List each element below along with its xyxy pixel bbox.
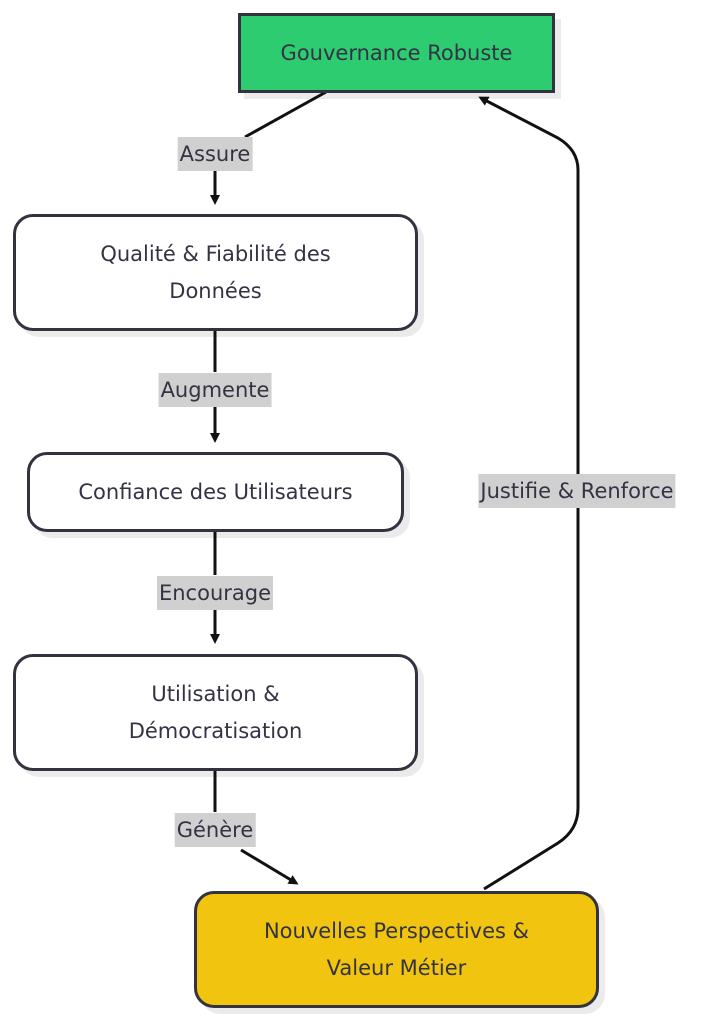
node-utilisation-democratisation: Utilisation & Démocratisation <box>13 654 418 771</box>
node-gouvernance-robuste: Gouvernance Robuste <box>238 13 555 93</box>
node-confiance-label: Confiance des Utilisateurs <box>78 479 353 504</box>
node-qualite-fiabilite: Qualité & Fiabilité des Données <box>13 214 418 331</box>
edge-label-justifie: Justifie & Renforce <box>478 474 676 508</box>
edge-label-encourage: Encourage <box>156 576 274 610</box>
node-perspectives-label: Nouvelles Perspectives & Valeur Métier <box>263 918 530 980</box>
node-utilisation-label: Utilisation & Démocratisation <box>128 681 303 743</box>
node-qualite-label: Qualité & Fiabilité des Données <box>100 241 331 303</box>
edge-label-augmente: Augmente <box>158 373 272 407</box>
node-gouvernance-label: Gouvernance Robuste <box>280 40 513 65</box>
node-confiance-utilisateurs: Confiance des Utilisateurs <box>27 452 404 532</box>
edge-label-assure: Assure <box>177 137 253 171</box>
node-nouvelles-perspectives: Nouvelles Perspectives & Valeur Métier <box>194 891 599 1008</box>
edge-genere-line <box>213 770 296 883</box>
edge-label-genere: Génère <box>174 813 256 847</box>
